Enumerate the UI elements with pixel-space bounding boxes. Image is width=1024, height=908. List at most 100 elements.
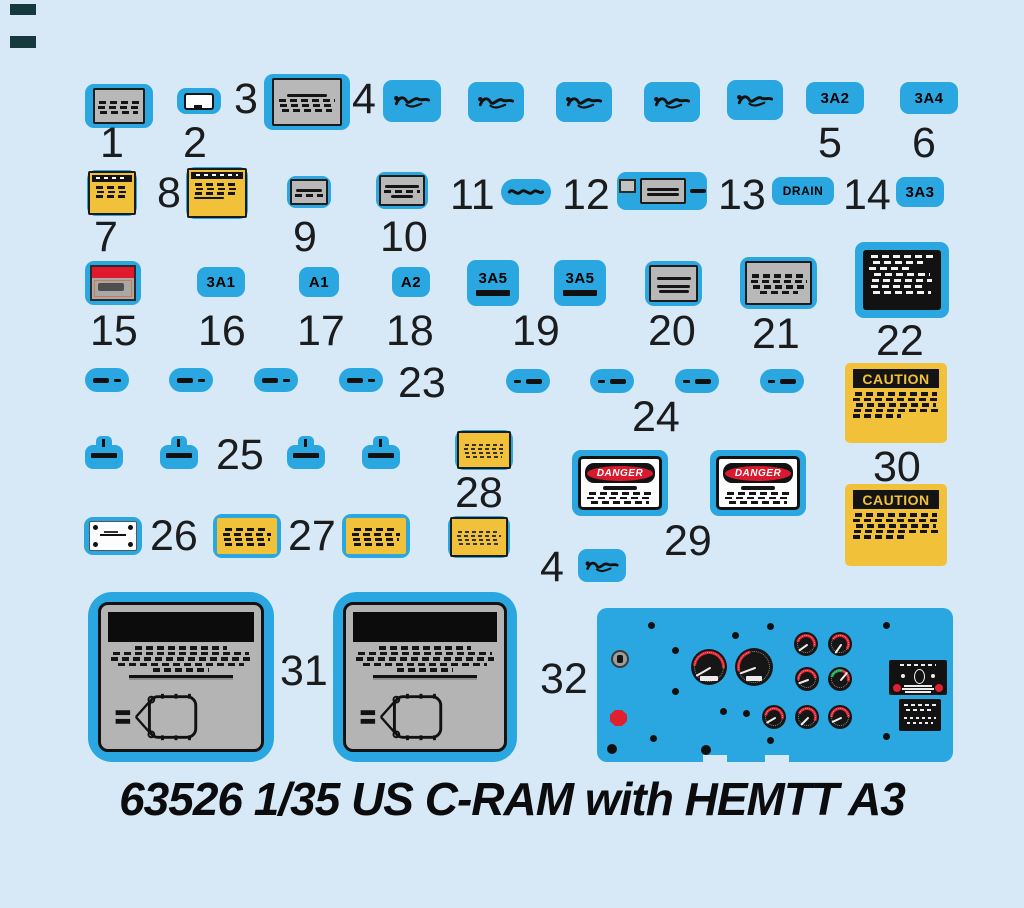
callout-number: 20 [648,307,696,355]
signature-scribble-icon [394,96,431,108]
drain-label: DRAIN [782,184,824,198]
gray-label [290,179,328,205]
decal-17-code: A1 [299,267,339,297]
decal-16-code: 3A1 [197,267,245,297]
decal-6-code: 3A4 [900,82,958,114]
code-label: 3A4 [914,89,944,107]
yellow-label [88,171,136,215]
placard-header [108,612,254,642]
callout-number: 4 [352,75,376,123]
placard-label [343,602,507,752]
callout-number: 16 [198,307,246,355]
gray-label [745,261,812,305]
underline-bar [563,289,597,296]
decal-4-signature [644,82,700,122]
decal-25-tiedown [160,436,198,469]
decal-28-instruction [455,430,513,470]
decal-3-data-plate [264,74,350,130]
speedometer-gauge [730,643,778,691]
decal-4-signature [578,549,626,582]
decal-31-placard [333,592,517,762]
small-gauge [826,665,854,693]
decal-27-instruction [342,514,410,558]
gray-label [93,88,145,124]
decal-21-data-plate [740,257,817,309]
code-label: 3A5 [478,269,508,287]
decal-23-lp-code [254,368,298,392]
code-label: 3A1 [206,273,236,291]
decal-30-caution: CAUTION [845,484,947,566]
callout-number: 3 [234,75,258,123]
decal-23-lp-code [339,368,383,392]
callout-number: 24 [632,393,680,441]
small-gauge [794,704,820,730]
small-plate-icon [184,92,214,110]
small-gauge [792,630,820,658]
callout-number: 15 [90,307,138,355]
callout-number: 28 [455,469,503,517]
callout-number: 1 [100,119,124,167]
callout-number: 10 [380,213,428,261]
underline-bar [476,289,510,296]
gray-label [639,178,686,204]
decal-25-tiedown [287,436,325,469]
danger-oval: DANGER [587,465,653,481]
decal-27-instruction [213,514,281,558]
decal-12-plate-group [617,172,707,210]
small-gauge [825,702,855,732]
callout-number: 7 [94,213,118,261]
callout-number: 30 [873,443,921,491]
decal-30-caution: CAUTION [845,363,947,443]
small-gauge [760,703,788,731]
panel-notch [703,755,727,762]
small-box-icon [618,179,636,193]
decal-19-code: 3A5 [467,260,519,306]
control-plate [889,660,947,695]
callout-number: 5 [818,119,842,167]
sheet-title: 63526 1/35 US C-RAM with HEMTT A3 [119,773,906,825]
caution-header: CAUTION [853,490,939,509]
decal-2-small-plate [177,88,221,114]
decal-23-lp-code [85,368,129,392]
callout-number: 22 [876,317,924,365]
decal-18-code: A2 [392,267,430,297]
callout-number: 25 [216,431,264,479]
placard-header [353,612,497,642]
callout-number: 18 [386,307,434,355]
decal-25-tiedown [85,436,123,469]
decal-4-signature [727,80,783,120]
decal-29-danger: DANGER [572,450,668,516]
decal-11-stripe [501,179,551,205]
decal-7-warning-plate [87,170,137,216]
decal-22-black-plate [855,242,949,318]
callout-number: 26 [150,512,198,560]
gray-label [379,175,425,206]
decal-8-warning-plate [186,167,248,219]
placard-label [98,602,264,752]
decal-31-placard [88,592,274,762]
caution-header: CAUTION [853,369,939,388]
registration-mark [10,36,36,48]
code-label: A2 [400,273,422,291]
callout-number: 11 [450,171,495,219]
code-label: 3A3 [905,183,935,201]
red-octagon-icon [610,710,627,726]
red-header-label [90,265,136,301]
white-plate [89,521,137,551]
towing-diagram-icon [360,693,443,741]
callout-number: 19 [512,307,560,355]
decal-32-instrument-panel [597,608,953,762]
callout-number: 21 [752,310,800,358]
data-plate [899,699,941,731]
decal-4-signature [383,80,441,122]
tachometer-gauge [686,644,732,690]
code-label: 3A2 [820,89,850,107]
decal-15-red-plate [85,261,141,305]
yellow-label [187,168,247,218]
decal-13-drain: DRAIN [772,177,834,205]
decal-4-signature [556,82,612,122]
towing-diagram-icon [115,693,198,741]
danger-label: DANGER [716,456,800,510]
callout-number: 9 [293,213,317,261]
callout-number: 29 [664,517,712,565]
